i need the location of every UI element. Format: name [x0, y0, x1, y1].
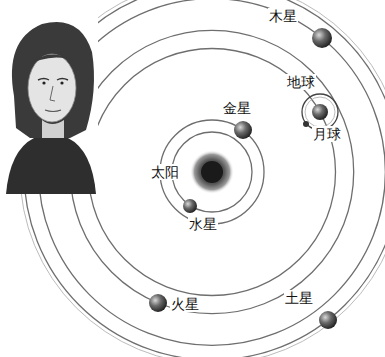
planet-label: 土星	[284, 290, 314, 306]
copernicus-portrait	[2, 8, 98, 194]
planet-label: 月球	[312, 126, 342, 142]
planet-label: 地球	[286, 74, 316, 90]
planets	[149, 28, 337, 329]
planet-label: 太阳	[150, 164, 180, 180]
planet-label: 木星	[268, 8, 298, 24]
planet-label: 火星	[170, 296, 200, 312]
planet-label: 水星	[188, 216, 218, 232]
planet-label: 金星	[222, 100, 252, 116]
sun	[190, 150, 234, 194]
